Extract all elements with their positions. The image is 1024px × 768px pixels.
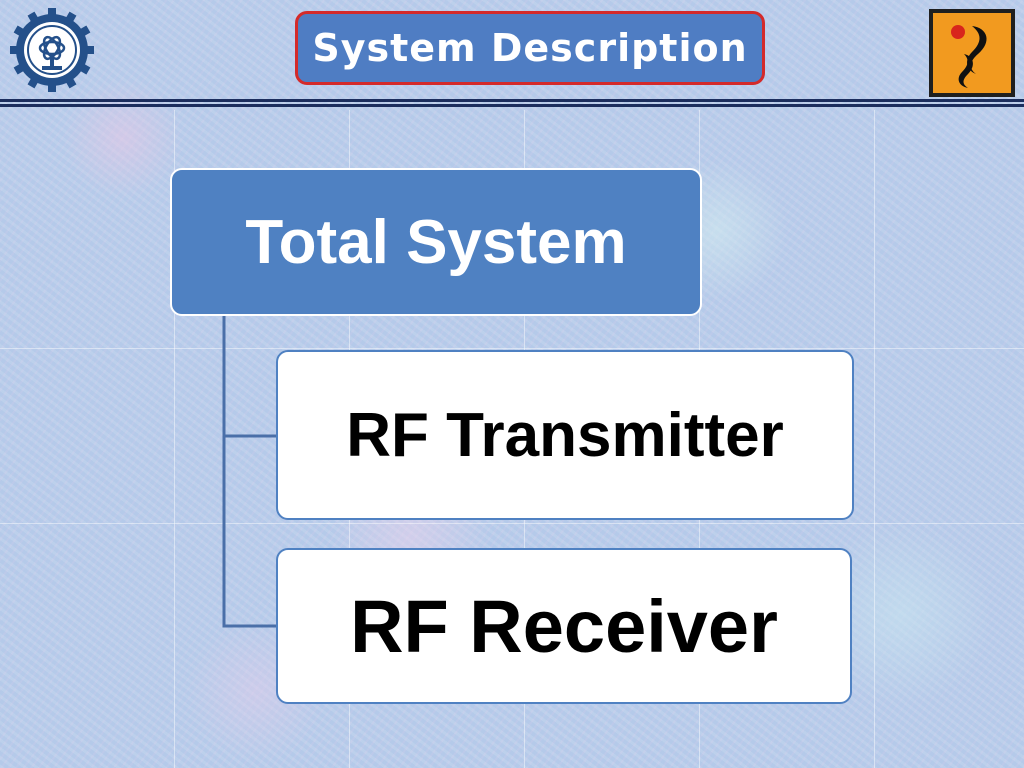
rf-transmitter-label: RF Transmitter	[346, 400, 784, 470]
background-grid-line	[0, 348, 1024, 349]
rf-receiver-node: RF Receiver	[276, 548, 852, 704]
slide-title-box: System Description	[295, 11, 765, 85]
header-rule	[0, 99, 1024, 102]
csir-emblem-icon	[8, 6, 96, 94]
background-grid-line	[874, 110, 875, 768]
total-system-node: Total System	[170, 168, 702, 316]
institute-logo-icon	[928, 8, 1016, 98]
header-rule	[0, 104, 1024, 107]
background-grid-line	[0, 523, 1024, 524]
rf-receiver-label: RF Receiver	[350, 584, 778, 668]
total-system-label: Total System	[245, 207, 627, 277]
rf-transmitter-node: RF Transmitter	[276, 350, 854, 520]
slide-title: System Description	[312, 26, 748, 70]
